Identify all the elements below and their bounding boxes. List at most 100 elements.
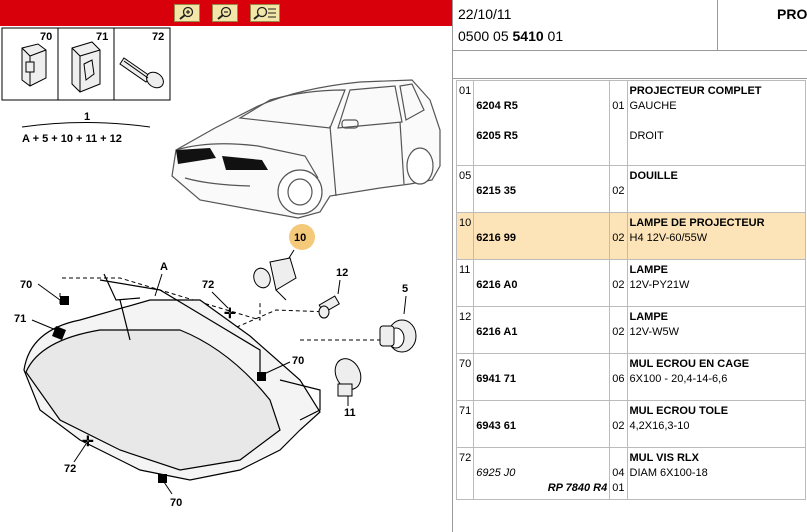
part-reference: 6216 A0 [476, 279, 518, 291]
ref-cell: 6216 99 [473, 212, 611, 260]
qty-cell: 01 [609, 80, 628, 166]
zoom-fit-button[interactable] [250, 4, 280, 22]
part-reference: 6943 61 [476, 420, 517, 432]
callout-A: A [160, 261, 168, 273]
marker-70-mid [257, 372, 266, 381]
diagram-pane: 70 71 72 1 [0, 0, 452, 532]
header-divider [717, 0, 718, 50]
pos-cell: 71 [455, 400, 475, 448]
formula-number: 1 [84, 111, 90, 123]
position-number: 72 [459, 452, 472, 464]
left-headlight-mark [176, 148, 216, 164]
part-reference: 6216 A1 [476, 326, 518, 338]
part-detail: 12V-PY21W [629, 279, 690, 291]
ref-suffix: 01 [547, 28, 564, 44]
callout-70-a: 70 [20, 279, 32, 291]
zoom-in-icon [179, 6, 194, 20]
part-quantity: 02 [612, 185, 625, 197]
catalog-date: 22/10/11 [458, 6, 512, 22]
catalog-reference: 0500 05 5410 01 [458, 28, 563, 44]
position-number: 70 [459, 358, 472, 370]
ref-cell: 6215 35 [473, 165, 611, 213]
zoom-out-icon [217, 6, 232, 20]
headlamp-unit-icon [23, 273, 321, 481]
qty-cell: 02 [609, 306, 628, 354]
marker-70-top [60, 296, 69, 305]
desc-cell: LAMPE 12V-PY21W [626, 259, 806, 307]
part-variant: GAUCHE [629, 100, 677, 112]
part-quantity: 02 [612, 420, 625, 432]
part-title: MUL ECROU TOLE [629, 405, 729, 417]
parts-row[interactable]: 11 6216 A0 02 LAMPE 12V-PY21W [455, 259, 806, 307]
qty-cell: 02 [609, 400, 628, 448]
table-top-rule [453, 78, 807, 79]
pos-cell: 01 [455, 80, 475, 166]
header-rule [453, 50, 807, 51]
ref-cell: 6941 71 [473, 353, 611, 401]
car-illustration [171, 79, 441, 219]
part-quantity: 01 [612, 100, 625, 112]
ref-cell: 6943 61 [473, 400, 611, 448]
part-quantity: 06 [612, 373, 625, 385]
callout-12: 12 [336, 267, 348, 279]
zoom-in-button[interactable] [174, 4, 200, 22]
position-number: 01 [459, 85, 472, 97]
callout-72-a: 72 [202, 279, 214, 291]
desc-cell: DOUILLE [626, 165, 806, 213]
exploded-view: 70 71 72 1 [0, 26, 452, 532]
pos-cell: 05 [455, 165, 475, 213]
callout-71-box: 71 [96, 31, 108, 43]
part-quantity: 02 [612, 279, 625, 291]
callout-11: 11 [344, 407, 356, 419]
parts-row[interactable]: 05 6215 35 02 DOUILLE [455, 165, 806, 213]
part-reference: 6204 R5 [476, 100, 518, 112]
hardware-boxes [1, 27, 171, 101]
part-reference: 6941 71 [476, 373, 517, 385]
pos-cell: 72 [455, 447, 475, 500]
h4-bulb-icon [253, 249, 297, 301]
pos-cell: 10 [455, 212, 475, 260]
cage-nut-icon [21, 43, 47, 87]
part-title: LAMPE [629, 264, 669, 276]
part-reference: 6215 35 [476, 185, 517, 197]
callout-5: 5 [402, 283, 408, 295]
pos-cell: 11 [455, 259, 475, 307]
part-title: LAMPE [629, 311, 669, 323]
position-number: 11 [459, 264, 471, 276]
part-quantity: 02 [612, 326, 625, 338]
pos-cell: 70 [455, 353, 475, 401]
qty-cell: 02 [609, 212, 628, 260]
screw-icon [119, 57, 164, 89]
zoom-fit-icon [253, 6, 276, 20]
part-title: DOUILLE [629, 170, 678, 182]
part-reference: 6216 99 [476, 232, 517, 244]
replacement-reference: RP 7840 R4 [547, 482, 608, 494]
callout-70-c: 70 [170, 497, 182, 509]
zoom-out-button[interactable] [212, 4, 238, 22]
callout-10: 10 [294, 232, 306, 244]
callout-71: 71 [14, 313, 26, 325]
part-quantity: 04 [612, 467, 625, 479]
qty-cell: 06 [609, 353, 628, 401]
position-number: 12 [459, 311, 472, 323]
part-quantity: 02 [612, 232, 625, 244]
qty-cell: 02 [609, 165, 628, 213]
callout-72-box: 72 [152, 31, 164, 43]
part-reference: 6205 R5 [476, 130, 518, 142]
callout-70-box: 70 [40, 31, 52, 43]
part-detail: H4 12V-60/55W [629, 232, 708, 244]
